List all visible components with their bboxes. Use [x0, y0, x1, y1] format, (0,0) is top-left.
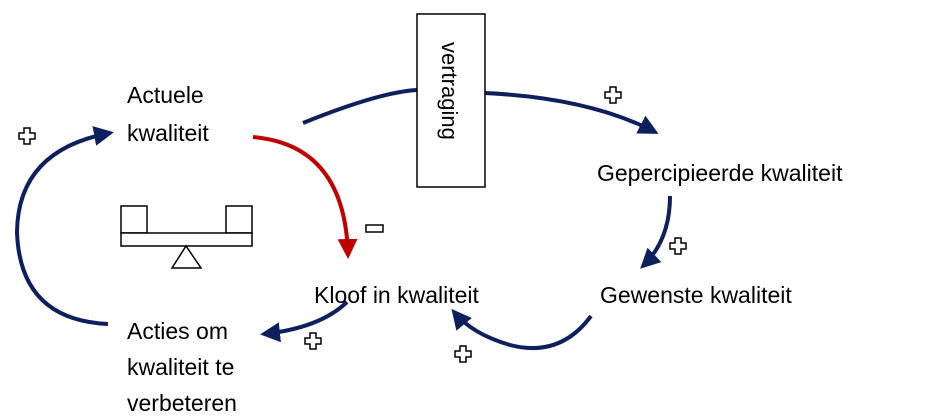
link-gewenste-to-kloof	[451, 308, 593, 350]
node-gepercipieerde-kwaliteit: Gepercipieerde kwaliteit	[597, 160, 843, 186]
polarity-plus-icon	[454, 345, 472, 363]
polarity-minus-icon	[365, 224, 384, 233]
node-gewenste-kwaliteit: Gewenste kwaliteit	[600, 282, 792, 308]
node-label: kwaliteit te	[127, 354, 235, 380]
polarity-plus-icon	[669, 237, 687, 255]
link-vertraging-to-gepercipieerde	[484, 91, 659, 134]
node-acties-om-kwaliteit-te-verbeteren: Acties om kwaliteit te verbeteren	[127, 316, 237, 417]
node-label: Acties om	[127, 318, 228, 344]
polarity-plus-icon	[604, 86, 622, 104]
delay-box	[416, 13, 486, 188]
link-kloof-to-acties	[260, 300, 349, 343]
node-kloof-in-kwaliteit: Kloof in kwaliteit	[314, 282, 479, 308]
node-label: Actuele	[127, 82, 204, 108]
node-label: kwaliteit	[127, 120, 209, 146]
node-actuele-kwaliteit: Actuele kwaliteit	[127, 80, 209, 148]
polarity-plus-icon	[18, 127, 36, 145]
link-acties-to-actuele	[14, 126, 114, 326]
balance-scale-icon	[120, 205, 253, 269]
delay-label: vertraging	[437, 42, 462, 140]
link-gepercipieerde-to-gewenste	[640, 195, 672, 269]
polarity-plus-icon	[304, 332, 322, 350]
node-label: verbeteren	[127, 390, 237, 416]
link-actuele-to-kloof	[252, 135, 358, 259]
link-actuele-to-gepercipieerde	[302, 88, 418, 125]
